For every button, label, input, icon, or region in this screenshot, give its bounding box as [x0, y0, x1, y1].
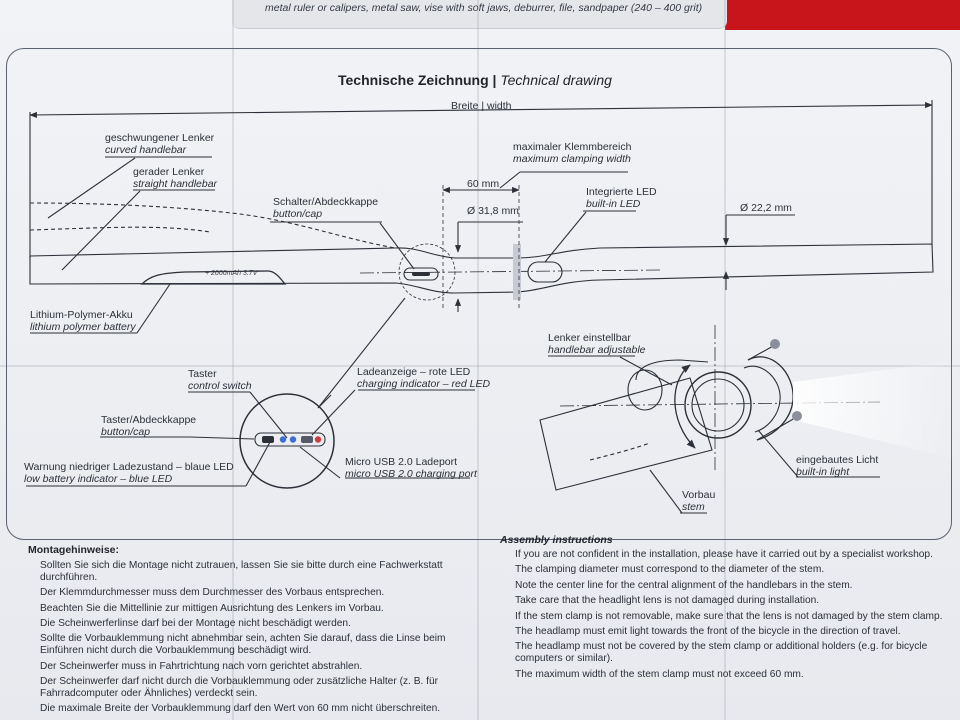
list-item: Die maximale Breite der Vorbauklemmung d…	[40, 703, 441, 715]
control-switch-button	[262, 436, 274, 443]
usb-port-label-de: Micro USB 2.0 Ladeport	[345, 456, 458, 468]
width-label: Breite | width	[451, 100, 512, 112]
max-clamp-label-en: maximum clamping width	[513, 153, 631, 165]
list-item: The headlamp must emit light towards the…	[515, 625, 901, 637]
straight-handlebar-label-de: gerader Lenker	[133, 166, 205, 178]
stem-label-en: stem	[682, 501, 705, 513]
builtin-led-label-en: built-in LED	[586, 198, 641, 210]
fold-line	[0, 365, 960, 367]
switch-cap-label-en: button/cap	[273, 208, 323, 220]
fold-line	[232, 0, 234, 720]
stem-label-de: Vorbau	[682, 489, 716, 501]
curved-handlebar-label-en: curved handlebar	[105, 144, 187, 156]
list-item: Der Scheinwerfer muss in Fahrtrichtung n…	[40, 660, 363, 672]
list-item: Der Klemmdurchmesser muss dem Durchmesse…	[40, 587, 385, 599]
dim-222-label: Ø 22,2 mm	[740, 202, 792, 214]
list-item: The headlamp must not be covered by the …	[515, 641, 928, 665]
detail-circle	[239, 393, 335, 489]
max-clamp-label-de: maximaler Klemmbereich	[513, 141, 632, 153]
top-banner-text: metal ruler or calipers, metal saw, vise…	[265, 2, 703, 14]
switch-cap-label-de: Schalter/Abdeckkappe	[273, 196, 379, 208]
light-beam	[793, 360, 960, 460]
led-outline	[527, 261, 563, 283]
taster-cap-label-en: button/cap	[101, 426, 151, 438]
curved-handlebar-outline	[29, 202, 396, 249]
charging-indicator-label-en: charging indicator – red LED	[357, 378, 491, 390]
list-item: Sollten Sie sich die Montage nicht zutra…	[40, 560, 443, 583]
curved-handlebar-label-de: geschwungener Lenker	[105, 132, 215, 144]
list-item: The maximum width of the stem clamp must…	[515, 668, 804, 680]
taster-label-de: Taster	[188, 368, 217, 380]
usb-port-label-en: micro USB 2.0 charging port	[345, 468, 477, 480]
button-cap-outline	[403, 267, 439, 281]
charging-indicator-label-de: Ladeanzeige – rote LED	[357, 366, 471, 378]
fold-line	[724, 0, 726, 720]
title-separator: |	[488, 72, 501, 88]
red-corner-strip	[725, 0, 960, 30]
clamp-ring	[684, 371, 752, 439]
assembly-list: If you are not confident in the installa…	[515, 549, 950, 684]
red-led-icon	[314, 436, 322, 443]
list-item: The clamping diameter must correspond to…	[515, 564, 825, 576]
builtin-led-label-de: Integrierte LED	[586, 186, 657, 198]
adjustable-label-en: handlebar adjustable	[548, 344, 646, 356]
blue-led-icon	[279, 436, 287, 443]
drawing-title: Technische Zeichnung | Technical drawing	[338, 72, 612, 88]
list-item: If you are not confident in the installa…	[515, 549, 933, 560]
montage-heading: Montagehinweise:	[28, 544, 120, 556]
list-item: Der Scheinwerfer darf nicht durch die Vo…	[40, 675, 439, 699]
title-de: Technische Zeichnung	[338, 72, 489, 88]
straight-handlebar-label-en: straight handlebar	[133, 178, 218, 190]
width-dimension-line	[29, 101, 933, 119]
clamp-bolt-icon	[770, 339, 780, 349]
list-item: Note the center line for the central ali…	[515, 579, 853, 591]
list-item: Beachten Sie die Mittellinie zur mittige…	[40, 602, 384, 614]
battery-pack	[140, 270, 287, 285]
dim-318-label: Ø 31,8 mm	[467, 205, 519, 217]
list-item: Take care that the headlight lens is not…	[515, 595, 820, 607]
low-battery-label-en: low battery indicator – blue LED	[24, 473, 173, 485]
assembly-heading: Assembly instructions	[500, 534, 613, 546]
clamp-bolt-icon	[792, 411, 802, 421]
handlebar-outline	[29, 243, 934, 294]
list-item: If the stem clamp is not removable, make…	[515, 610, 943, 622]
lipo-label-en: lithium polymer battery	[30, 321, 136, 333]
list-item: Sollte die Vorbauklemmung nicht abnehmba…	[40, 633, 446, 657]
control-panel-outline	[254, 432, 326, 447]
top-banner	[232, 0, 727, 29]
taster-cap-label-de: Taster/Abdeckkappe	[101, 414, 197, 426]
list-item: Die Scheinwerferlinse darf bei der Monta…	[40, 617, 351, 629]
montage-list: Sollten Sie sich die Montage nicht zutra…	[40, 560, 465, 719]
built-in-light-label-de: eingebautes Licht	[796, 454, 879, 466]
drawing-frame	[6, 48, 952, 540]
low-battery-label-de: Warnung niedriger Ladezustand – blaue LE…	[24, 461, 234, 473]
stem-body	[539, 377, 713, 491]
usb-port-icon	[301, 436, 313, 443]
lipo-label-de: Lithium-Polymer-Akku	[30, 309, 133, 321]
taster-label-en: control switch	[188, 380, 252, 392]
battery-print: + 2000mAh 3.7V	[205, 270, 258, 277]
title-en: Technical drawing	[500, 72, 612, 88]
built-in-light-label-en: built-in light	[796, 466, 850, 478]
adjustable-label-de: Lenker einstellbar	[548, 332, 631, 344]
dim-60-label: 60 mm	[467, 178, 500, 190]
fold-line	[477, 0, 479, 720]
